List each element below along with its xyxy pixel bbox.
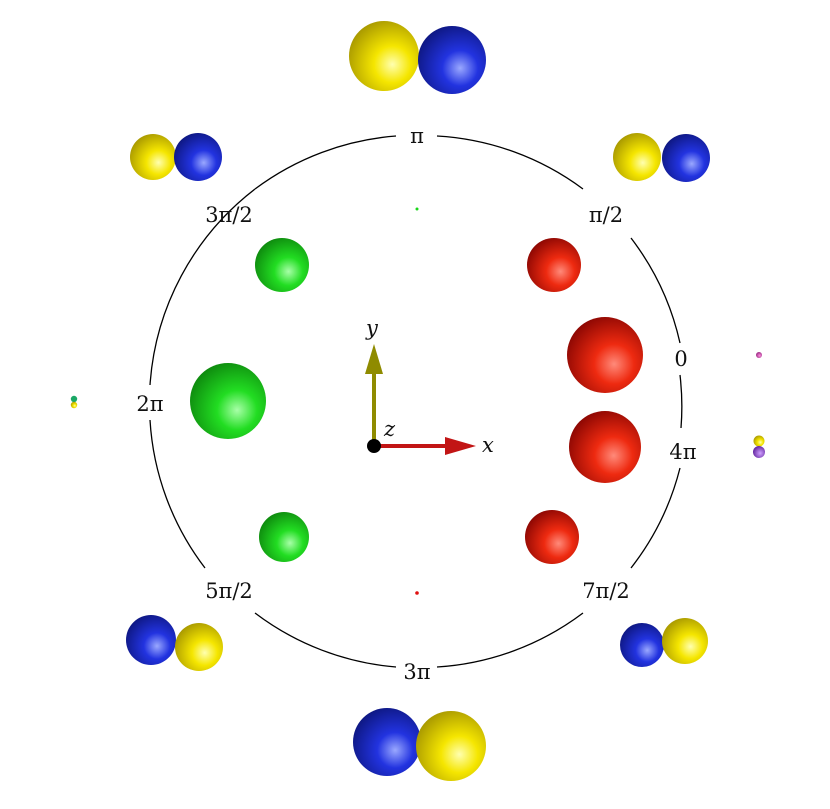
origin-dot: [367, 439, 381, 453]
blue-lobe: [620, 623, 664, 667]
phase-circle: [149, 135, 683, 668]
red-sphere-large-upper: [567, 317, 643, 393]
phase-labels: π π/2 3π/2 0 2π 4π 5π/2 7π/2 3π: [136, 124, 696, 684]
right-marker-magenta: [756, 352, 762, 358]
label-half-pi: π/2: [589, 203, 623, 227]
left-marker-yellow: [70, 401, 78, 409]
yellow-lobe: [416, 711, 486, 781]
red-sphere-small-upper: [527, 238, 581, 292]
green-sphere-small-lower: [259, 512, 309, 562]
label-three-half-pi: 3π/2: [205, 203, 253, 227]
z-axis-label: z: [383, 417, 396, 441]
label-two-pi: 2π: [136, 392, 163, 416]
red-sphere-small-lower: [525, 510, 579, 564]
dumbbell-lower-left: [126, 615, 223, 671]
red-sphere-large-lower: [569, 411, 641, 483]
circle-arc-seven-half-pi-to-three-pi: [436, 612, 584, 668]
circle-arc-five-half-pi-to-two-pi: [149, 419, 206, 569]
circle-arc-pi-to-half-pi: [436, 135, 584, 190]
left-marker-green: [70, 395, 78, 403]
yellow-lobe: [130, 134, 176, 180]
circle-arc-three-half-pi-to-pi: [254, 135, 397, 190]
blue-lobe: [174, 133, 222, 181]
side-markers: [70, 352, 765, 458]
label-zero: 0: [674, 347, 687, 371]
x-axis-label: x: [482, 433, 494, 457]
blue-lobe: [126, 615, 176, 665]
green-sphere-large: [190, 363, 266, 439]
circle-arc-two-pi-to-three-half-pi: [149, 188, 256, 386]
blue-lobe: [662, 134, 710, 182]
blue-lobe: [353, 708, 421, 776]
outer-dumbbells: [126, 21, 710, 781]
coordinate-axes: x y z: [365, 316, 494, 457]
y-axis-arrowhead: [365, 344, 383, 374]
circle-arc-four-pi-to-seven-half-pi: [630, 467, 681, 569]
blue-lobe: [418, 26, 486, 94]
circle-arc-zero-to-four-pi: [679, 374, 683, 429]
green-sphere-small-upper: [255, 238, 309, 292]
yellow-lobe: [613, 133, 661, 181]
label-pi: π: [410, 124, 424, 148]
yellow-lobe: [662, 618, 708, 664]
dumbbell-lower-right: [620, 618, 708, 667]
label-four-pi: 4π: [669, 440, 696, 464]
label-three-pi: 3π: [403, 660, 430, 684]
tiny-red-dot: [415, 591, 419, 595]
dumbbell-upper-right: [613, 133, 710, 182]
yellow-lobe: [175, 623, 223, 671]
circle-arc-half-pi-to-zero: [630, 237, 681, 344]
circle-arc-three-pi-to-five-half-pi: [254, 612, 397, 668]
label-seven-half-pi: 7π/2: [582, 579, 630, 603]
right-marker-yellow: [753, 435, 765, 447]
dumbbell-top: [349, 21, 486, 94]
x-axis-arrowhead: [445, 437, 476, 455]
dumbbell-upper-left: [130, 133, 222, 181]
label-five-half-pi: 5π/2: [205, 579, 253, 603]
yellow-lobe: [349, 21, 419, 91]
dumbbell-bottom: [353, 708, 486, 781]
inner-spheres: [190, 207, 643, 595]
tiny-green-dot: [415, 207, 419, 211]
y-axis-label: y: [365, 316, 379, 340]
right-marker-purple: [753, 446, 765, 458]
